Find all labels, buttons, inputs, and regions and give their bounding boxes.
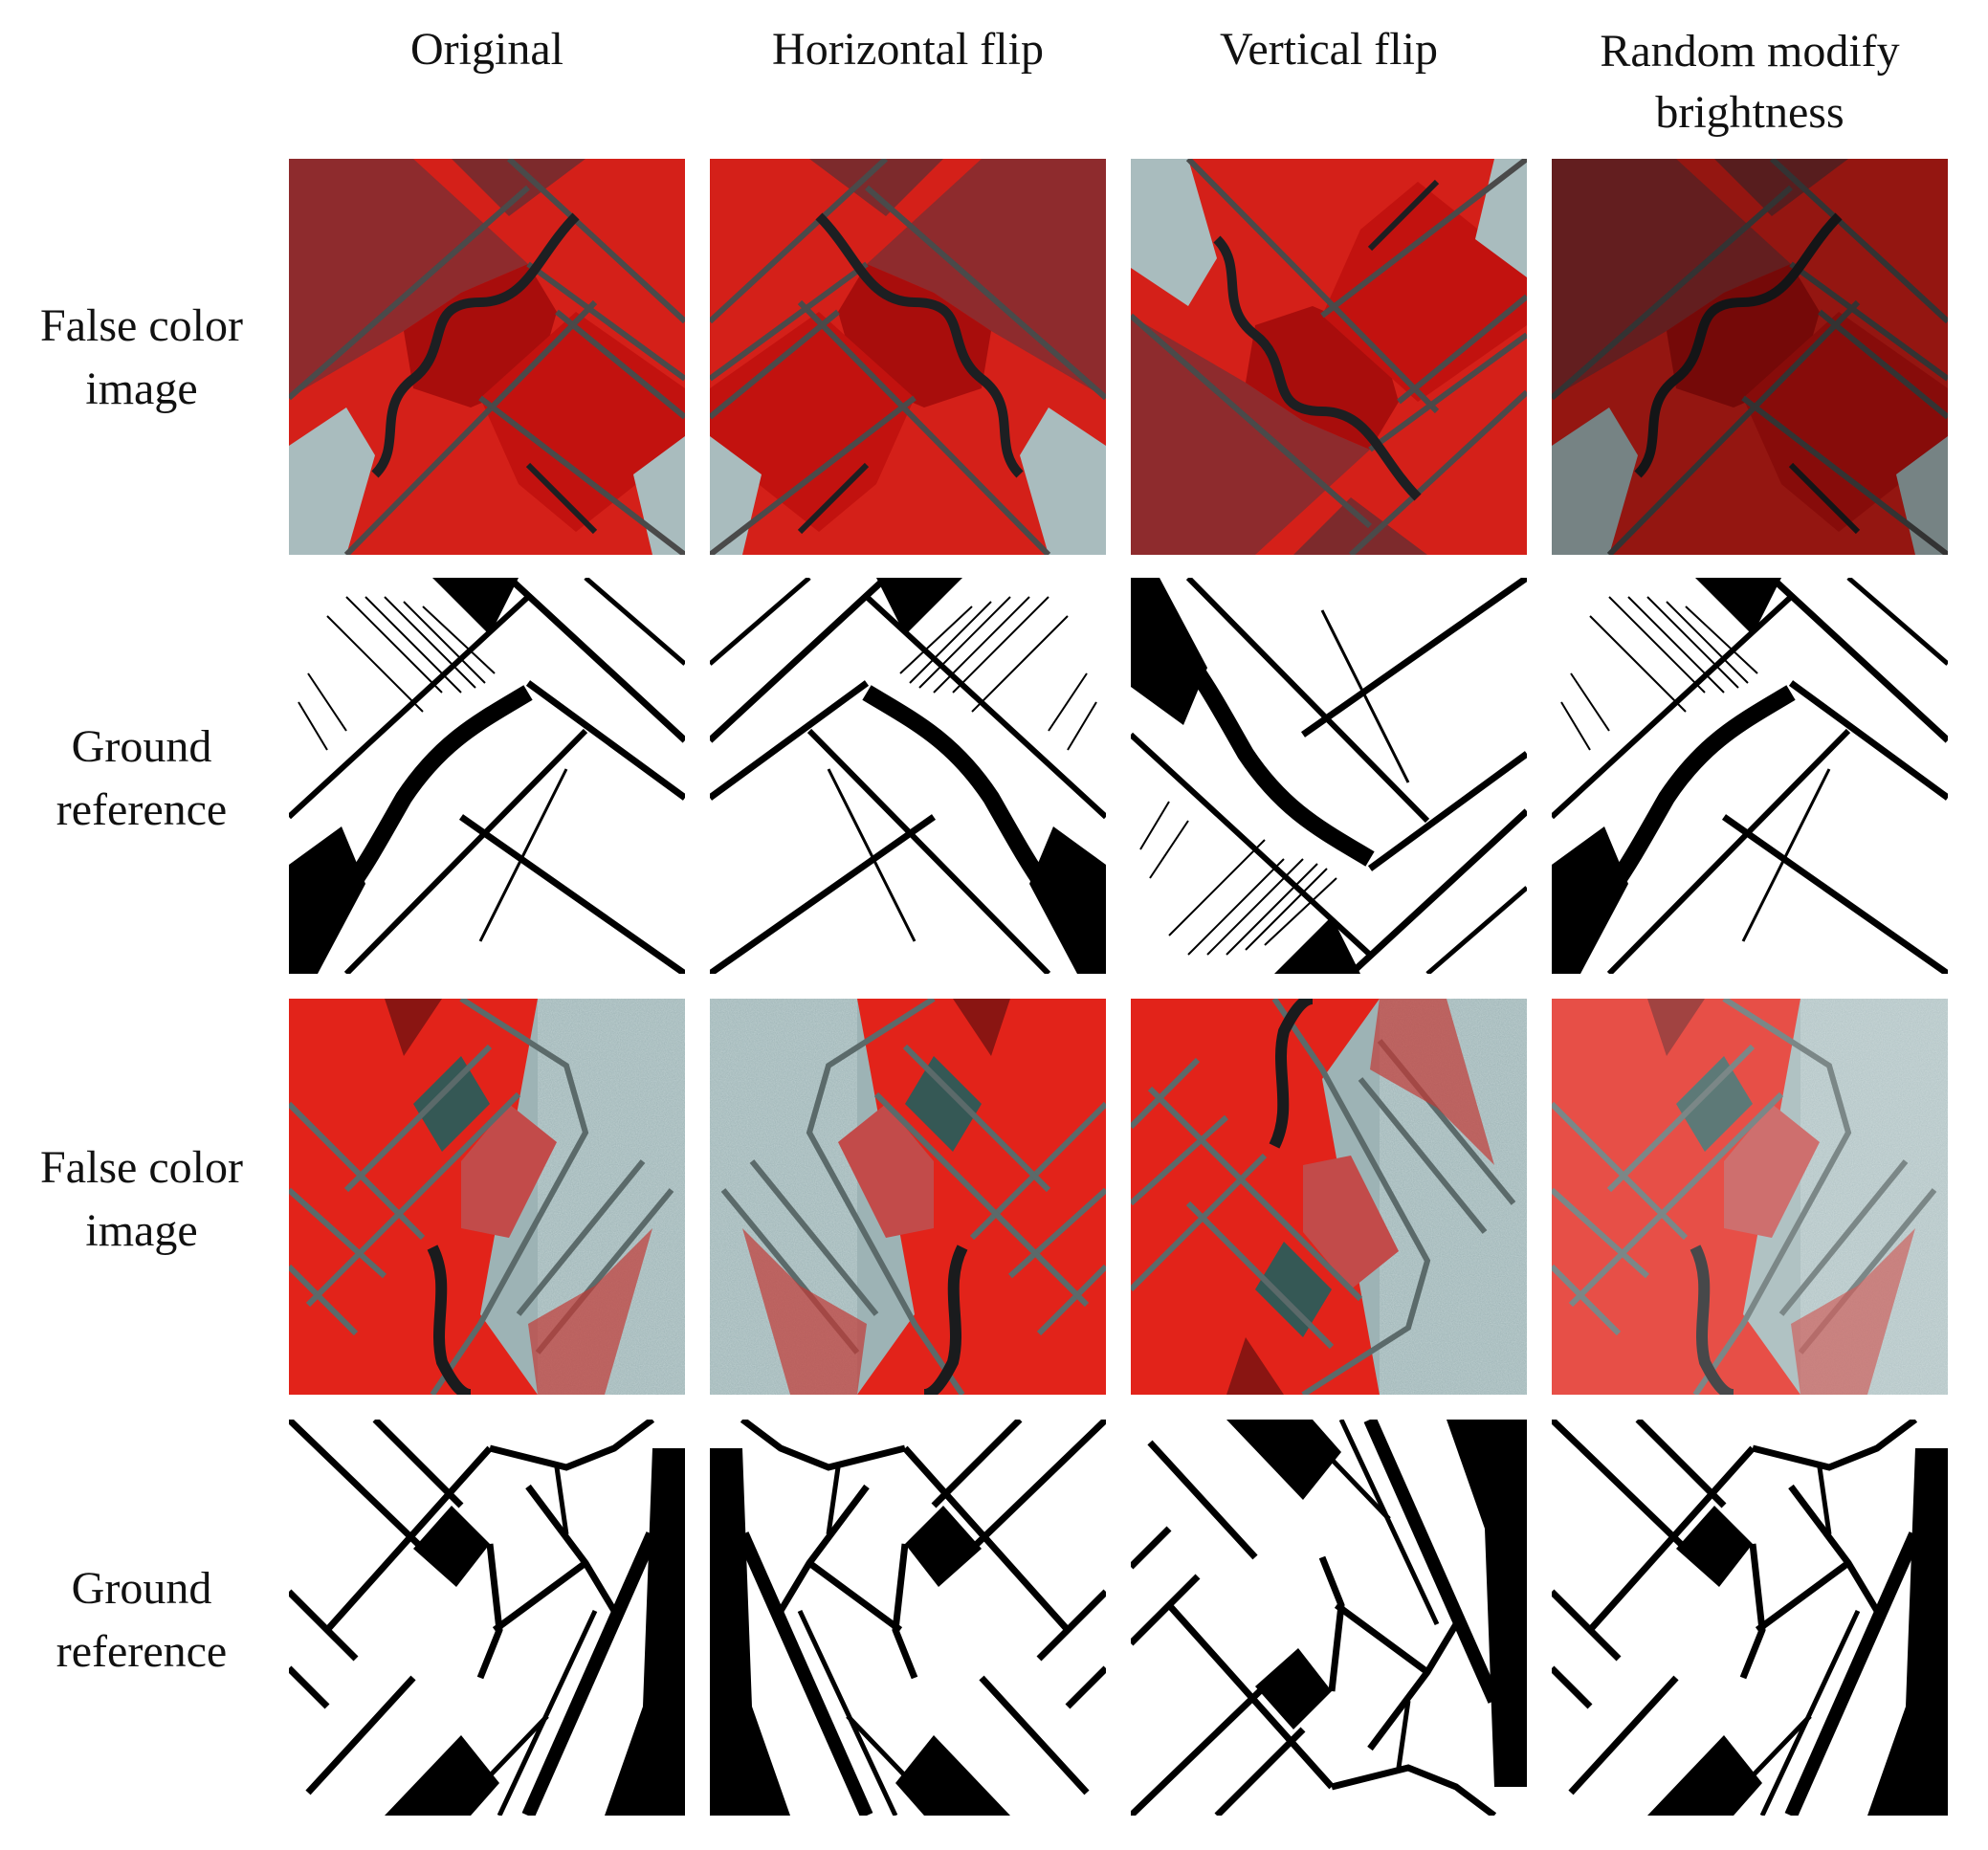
false-color-image-original-2 [289,999,685,1395]
ground-reference-horizontal-flip-2 [710,1420,1106,1816]
ground-reference-vertical-flip-1 [1131,578,1527,974]
column-header-vertical-flip: Vertical flip [1220,24,1438,75]
false-color-image-original-1 [289,159,685,555]
column-header-original: Original [410,24,563,75]
ground-reference-brightness-2 [1552,1420,1948,1816]
false-color-image-brightness-1 [1552,159,1948,555]
row-label-ground-reference-2: Ground reference [55,1563,228,1677]
column-header-random-brightness: Random modify brightness [1600,26,1900,138]
ground-reference-brightness-1 [1552,578,1948,974]
column-header-horizontal-flip: Horizontal flip [772,24,1044,75]
false-color-image-horizontal-flip-2 [710,999,1106,1395]
ground-reference-original-2 [289,1420,685,1816]
false-color-image-horizontal-flip-1 [710,159,1106,555]
false-color-image-brightness-2 [1552,999,1948,1395]
false-color-image-vertical-flip-2 [1131,999,1527,1395]
row-label-false-color-1: False color image [40,300,243,414]
row-label-false-color-2: False color image [40,1142,243,1256]
ground-reference-horizontal-flip-1 [710,578,1106,974]
false-color-image-vertical-flip-1 [1131,159,1527,555]
ground-reference-vertical-flip-2 [1131,1420,1527,1816]
ground-reference-original-1 [289,578,685,974]
row-label-ground-reference-1: Ground reference [55,721,228,835]
